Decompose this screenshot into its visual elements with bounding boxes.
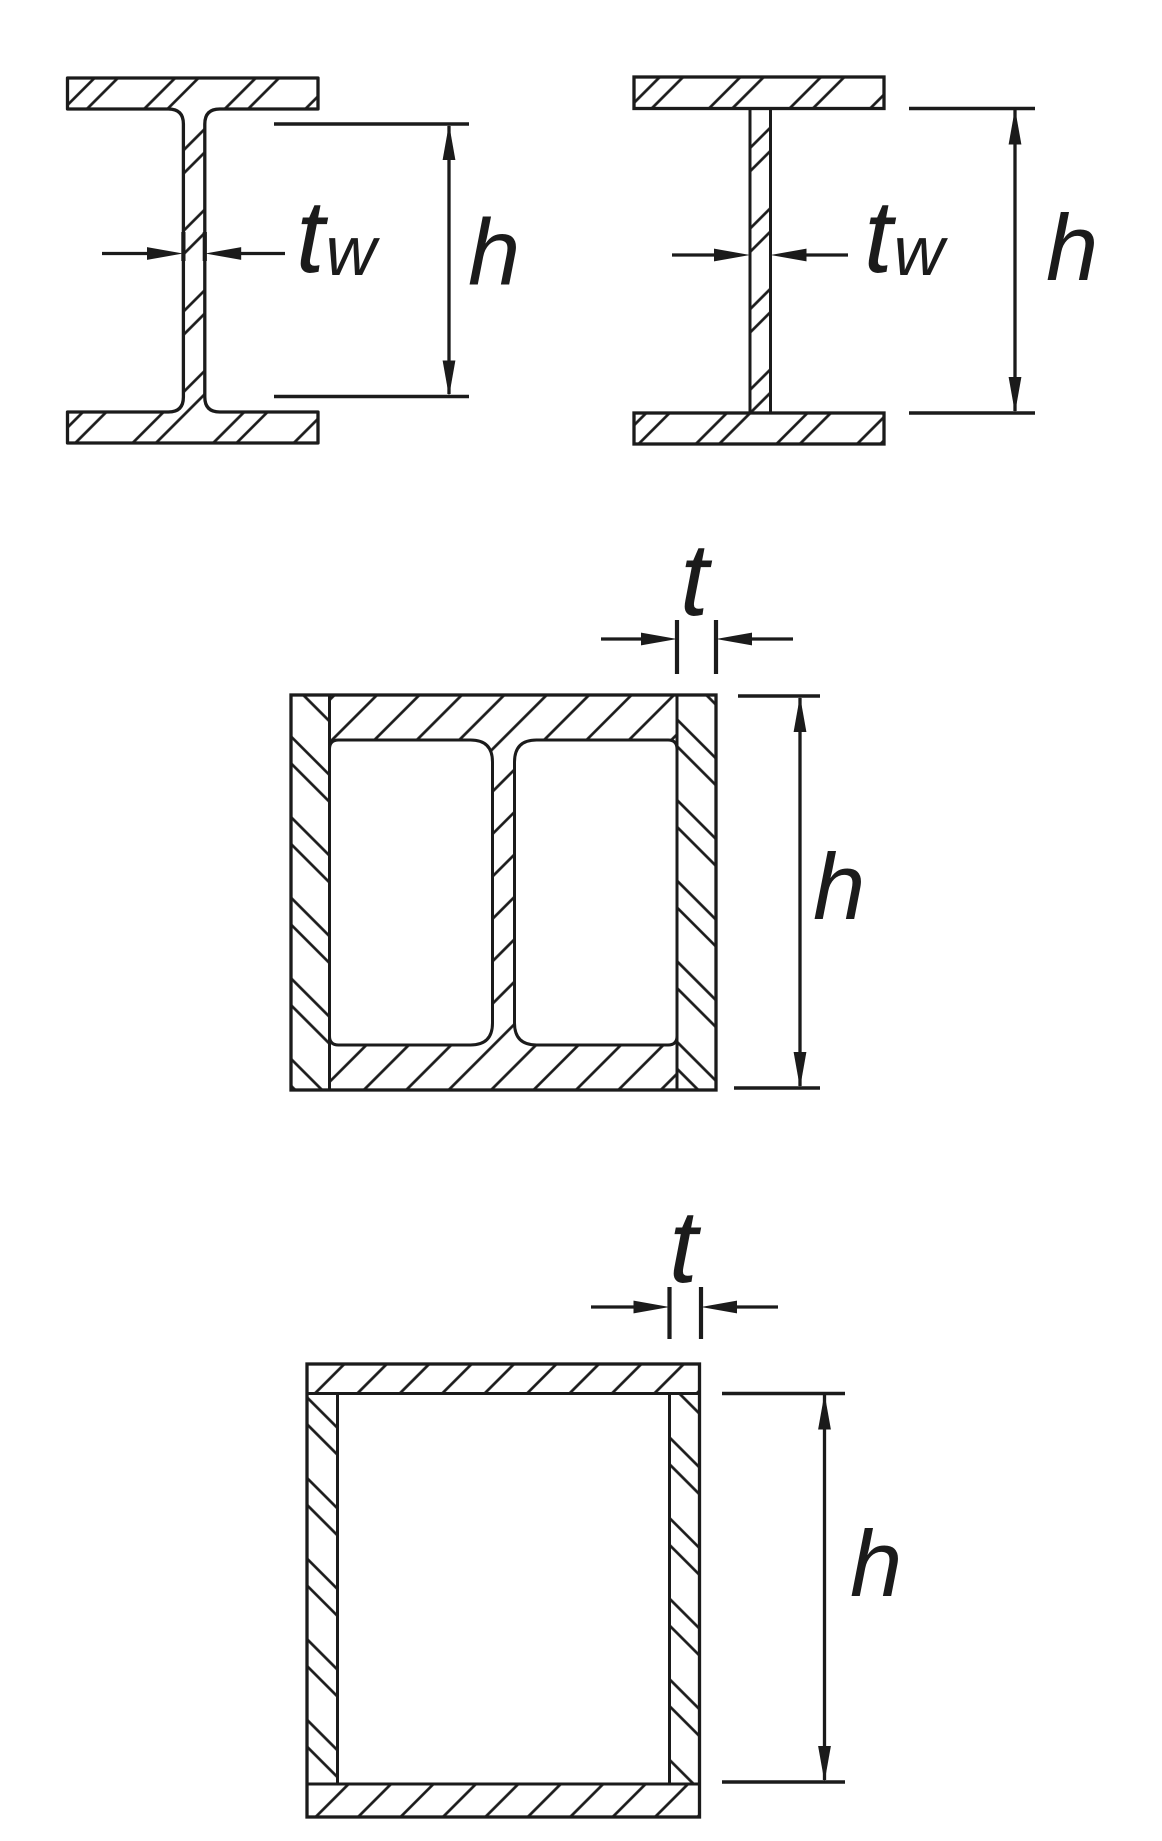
rolled-i-beam-cross-section [65,76,320,445]
h-label: h [468,200,520,305]
hollow-bottom-plate [307,1784,700,1817]
h-top-arrowhead [793,696,807,732]
hollow-right-plate [669,1393,700,1784]
h-label: h [1046,195,1098,300]
h-bottom-arrowhead [442,360,456,397]
h-top-arrowhead [442,124,456,160]
h-label: h [813,834,865,939]
t-right-arrowhead [716,632,752,646]
t-left-arrowhead [633,1300,670,1314]
figure-rolled-i-beam: tw h [65,76,520,445]
tw-right-arrowhead [205,247,242,260]
figure-welded-i-beam: tw h [632,75,1098,446]
h-bottom-arrowhead [818,1746,831,1782]
h-top-arrowhead [1008,108,1022,145]
box-right-cell-outline [513,738,679,1047]
h-bottom-arrowhead [793,1052,807,1088]
hollow-top-plate [307,1364,700,1394]
figure-hollow-box-section: t h [305,1189,902,1819]
h-bottom-arrowhead [1008,377,1022,413]
tw-label: tw [864,179,949,294]
h-label: h [850,1511,902,1616]
t-label: t [680,522,713,637]
t-left-arrowhead [641,632,677,646]
tw-left-arrowhead [147,247,183,260]
h-top-arrowhead [818,1393,831,1430]
tw-left-arrowhead [714,248,750,262]
box-outer-outline [289,693,718,1092]
box-left-cell-outline [328,738,494,1047]
box-left-side-plate [291,695,330,1090]
t-right-arrowhead [701,1300,737,1314]
tw-right-arrowhead [770,248,807,262]
box-right-side-plate [677,695,716,1090]
box-i-part-hatch [329,695,677,1090]
t-label: t [669,1189,702,1304]
tw-label: tw [296,179,381,294]
figure-boxed-i-section: t h [289,522,865,1092]
welded-bottom-flange [632,411,886,446]
hollow-left-plate [307,1393,338,1784]
welded-web-plate [748,107,772,415]
welded-top-flange [632,75,886,111]
hollow-inner-outline [336,1392,671,1786]
hollow-outer-outline [305,1362,702,1819]
